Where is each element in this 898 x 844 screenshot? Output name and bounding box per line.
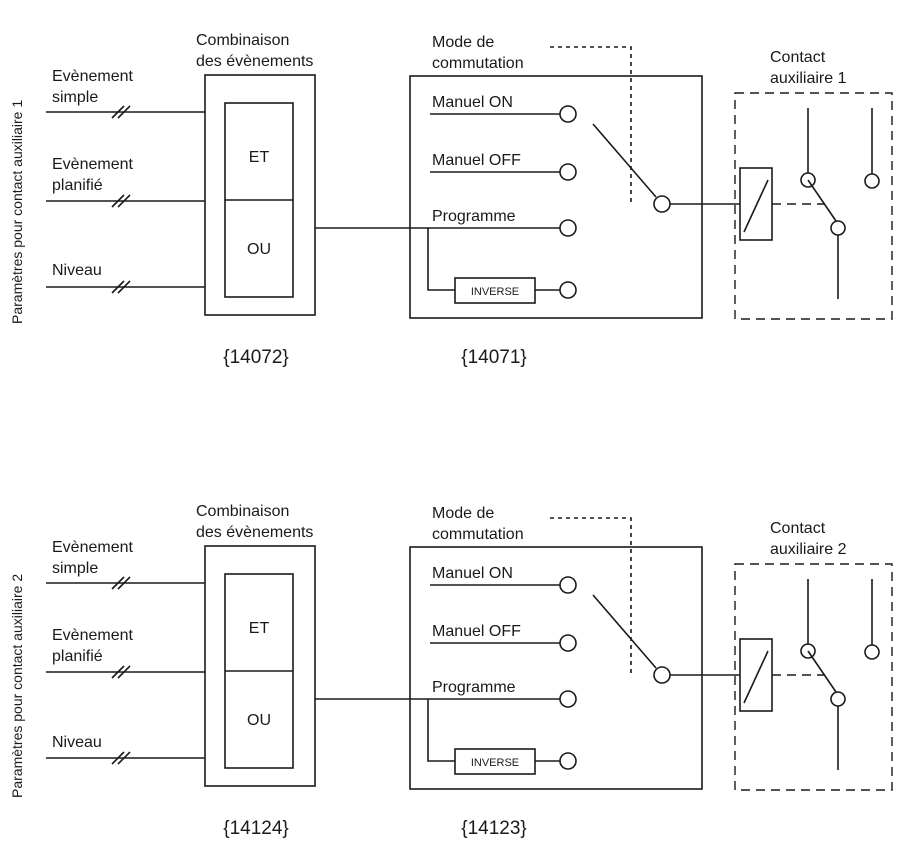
- selector-switch-arm: [592, 123, 657, 198]
- mode-link-dotted: [550, 517, 632, 676]
- mode-title-line1: Mode de: [432, 505, 494, 522]
- side-label: Paramètres pour contact auxiliaire 1: [9, 100, 25, 324]
- mode-title-line2: commutation: [432, 55, 524, 72]
- contact-blade: [807, 650, 837, 693]
- input-label-level: Niveau: [52, 262, 102, 279]
- manual-off-terminal: [559, 163, 577, 181]
- aux-contact-2-diagram: Paramètres pour contact auxiliaire 2 Evè…: [9, 503, 893, 839]
- input-label-planned-line1: Evènement: [52, 156, 133, 173]
- inverse-box: [454, 277, 536, 304]
- program-terminal: [559, 690, 577, 708]
- input-label-simple-line1: Evènement: [52, 68, 133, 85]
- manual-off-terminal: [559, 634, 577, 652]
- mode-option-manual-off: Manuel OFF: [432, 152, 521, 169]
- mode-title-line1: Mode de: [432, 34, 494, 51]
- inverse-terminal: [559, 752, 577, 770]
- logic-option-or: OU: [247, 712, 271, 729]
- mode-option-program: Programme: [432, 679, 516, 696]
- logic-option-and: ET: [249, 620, 270, 637]
- combination-code: {14124}: [223, 818, 289, 839]
- input-label-simple-line1: Evènement: [52, 539, 133, 556]
- mode-code: {14071}: [461, 347, 527, 368]
- bus-mark-simple: [111, 576, 131, 590]
- input-label-planned-line2: planifié: [52, 177, 103, 194]
- program-terminal: [559, 219, 577, 237]
- input-label-simple-line2: simple: [52, 89, 98, 106]
- combination-title-line1: Combinaison: [196, 503, 289, 520]
- inverse-branch: [427, 228, 455, 291]
- contact-enclosure: [734, 563, 893, 791]
- contact-enclosure: [734, 92, 893, 320]
- inverse-terminal: [559, 281, 577, 299]
- bus-mark-planned: [111, 665, 131, 679]
- selector-common-terminal: [653, 195, 671, 213]
- selector-switch-arm: [592, 594, 657, 669]
- bus-mark-level: [111, 280, 131, 294]
- input-label-planned-line1: Evènement: [52, 627, 133, 644]
- contact-title-line1: Contact: [770, 49, 826, 66]
- mode-box: [409, 75, 703, 319]
- input-label-simple-line2: simple: [52, 560, 98, 577]
- manual-on-terminal: [559, 576, 577, 594]
- mode-option-manual-on: Manuel ON: [432, 565, 513, 582]
- combination-code: {14072}: [223, 347, 289, 368]
- contact-title-line2: auxiliaire 1: [770, 70, 847, 87]
- contact-open-terminal: [864, 644, 880, 660]
- mode-link-dotted: [550, 46, 632, 205]
- inverse-box: [454, 748, 536, 775]
- inverse-label: INVERSE: [471, 757, 519, 769]
- mode-box: [409, 546, 703, 790]
- manual-on-terminal: [559, 105, 577, 123]
- inverse-label: INVERSE: [471, 286, 519, 298]
- mode-title-line2: commutation: [432, 526, 524, 543]
- bus-mark-level: [111, 751, 131, 765]
- bus-mark-planned: [111, 194, 131, 208]
- combination-title-line1: Combinaison: [196, 32, 289, 49]
- input-label-planned-line2: planifié: [52, 648, 103, 665]
- mode-code: {14123}: [461, 818, 527, 839]
- relay-coil-diagonal: [743, 179, 769, 233]
- mode-option-program: Programme: [432, 208, 516, 225]
- mode-option-manual-off: Manuel OFF: [432, 623, 521, 640]
- mode-option-manual-on: Manuel ON: [432, 94, 513, 111]
- contact-title-line1: Contact: [770, 520, 826, 537]
- aux-contact-1-diagram: Paramètres pour contact auxiliaire 1 Evè…: [9, 32, 893, 368]
- contact-blade: [807, 179, 837, 222]
- bus-mark-simple: [111, 105, 131, 119]
- input-label-level: Niveau: [52, 734, 102, 751]
- logic-option-and: ET: [249, 149, 270, 166]
- relay-coil-diagonal: [743, 650, 769, 704]
- combination-title-line2: des évènements: [196, 524, 313, 541]
- logic-option-or: OU: [247, 241, 271, 258]
- contact-pivot-terminal: [830, 691, 846, 707]
- inverse-branch: [427, 699, 455, 762]
- contact-title-line2: auxiliaire 2: [770, 541, 847, 558]
- side-label: Paramètres pour contact auxiliaire 2: [9, 574, 25, 798]
- combination-title-line2: des évènements: [196, 53, 313, 70]
- selector-common-terminal: [653, 666, 671, 684]
- contact-open-terminal: [864, 173, 880, 189]
- contact-pivot-terminal: [830, 220, 846, 236]
